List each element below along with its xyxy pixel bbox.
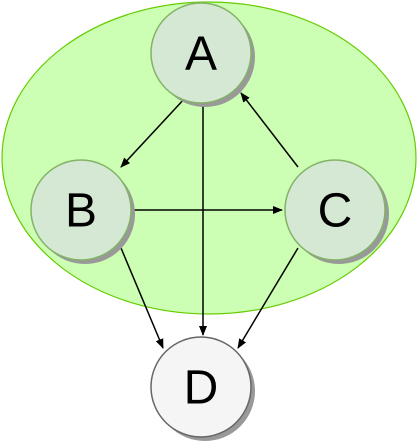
edges-layer — [120, 92, 299, 349]
node-c-circle — [284, 159, 386, 261]
node-a-label: A — [185, 28, 217, 81]
node-c-label: C — [318, 185, 353, 238]
edge-c-to-a[interactable] — [240, 92, 299, 168]
node-b[interactable]: B — [30, 159, 135, 264]
node-c[interactable]: C — [284, 159, 389, 264]
edge-c-to-d[interactable] — [237, 247, 299, 349]
node-d[interactable]: D — [150, 336, 255, 441]
node-a-circle — [150, 2, 252, 104]
edge-b-to-d[interactable] — [120, 247, 164, 349]
nodes-layer: A B C D — [30, 2, 389, 441]
node-b-label: B — [65, 185, 97, 238]
node-b-circle — [30, 159, 132, 261]
node-d-label: D — [184, 362, 219, 415]
edge-a-to-b[interactable] — [120, 96, 187, 168]
node-d-circle — [150, 336, 252, 438]
node-a[interactable]: A — [150, 2, 255, 107]
